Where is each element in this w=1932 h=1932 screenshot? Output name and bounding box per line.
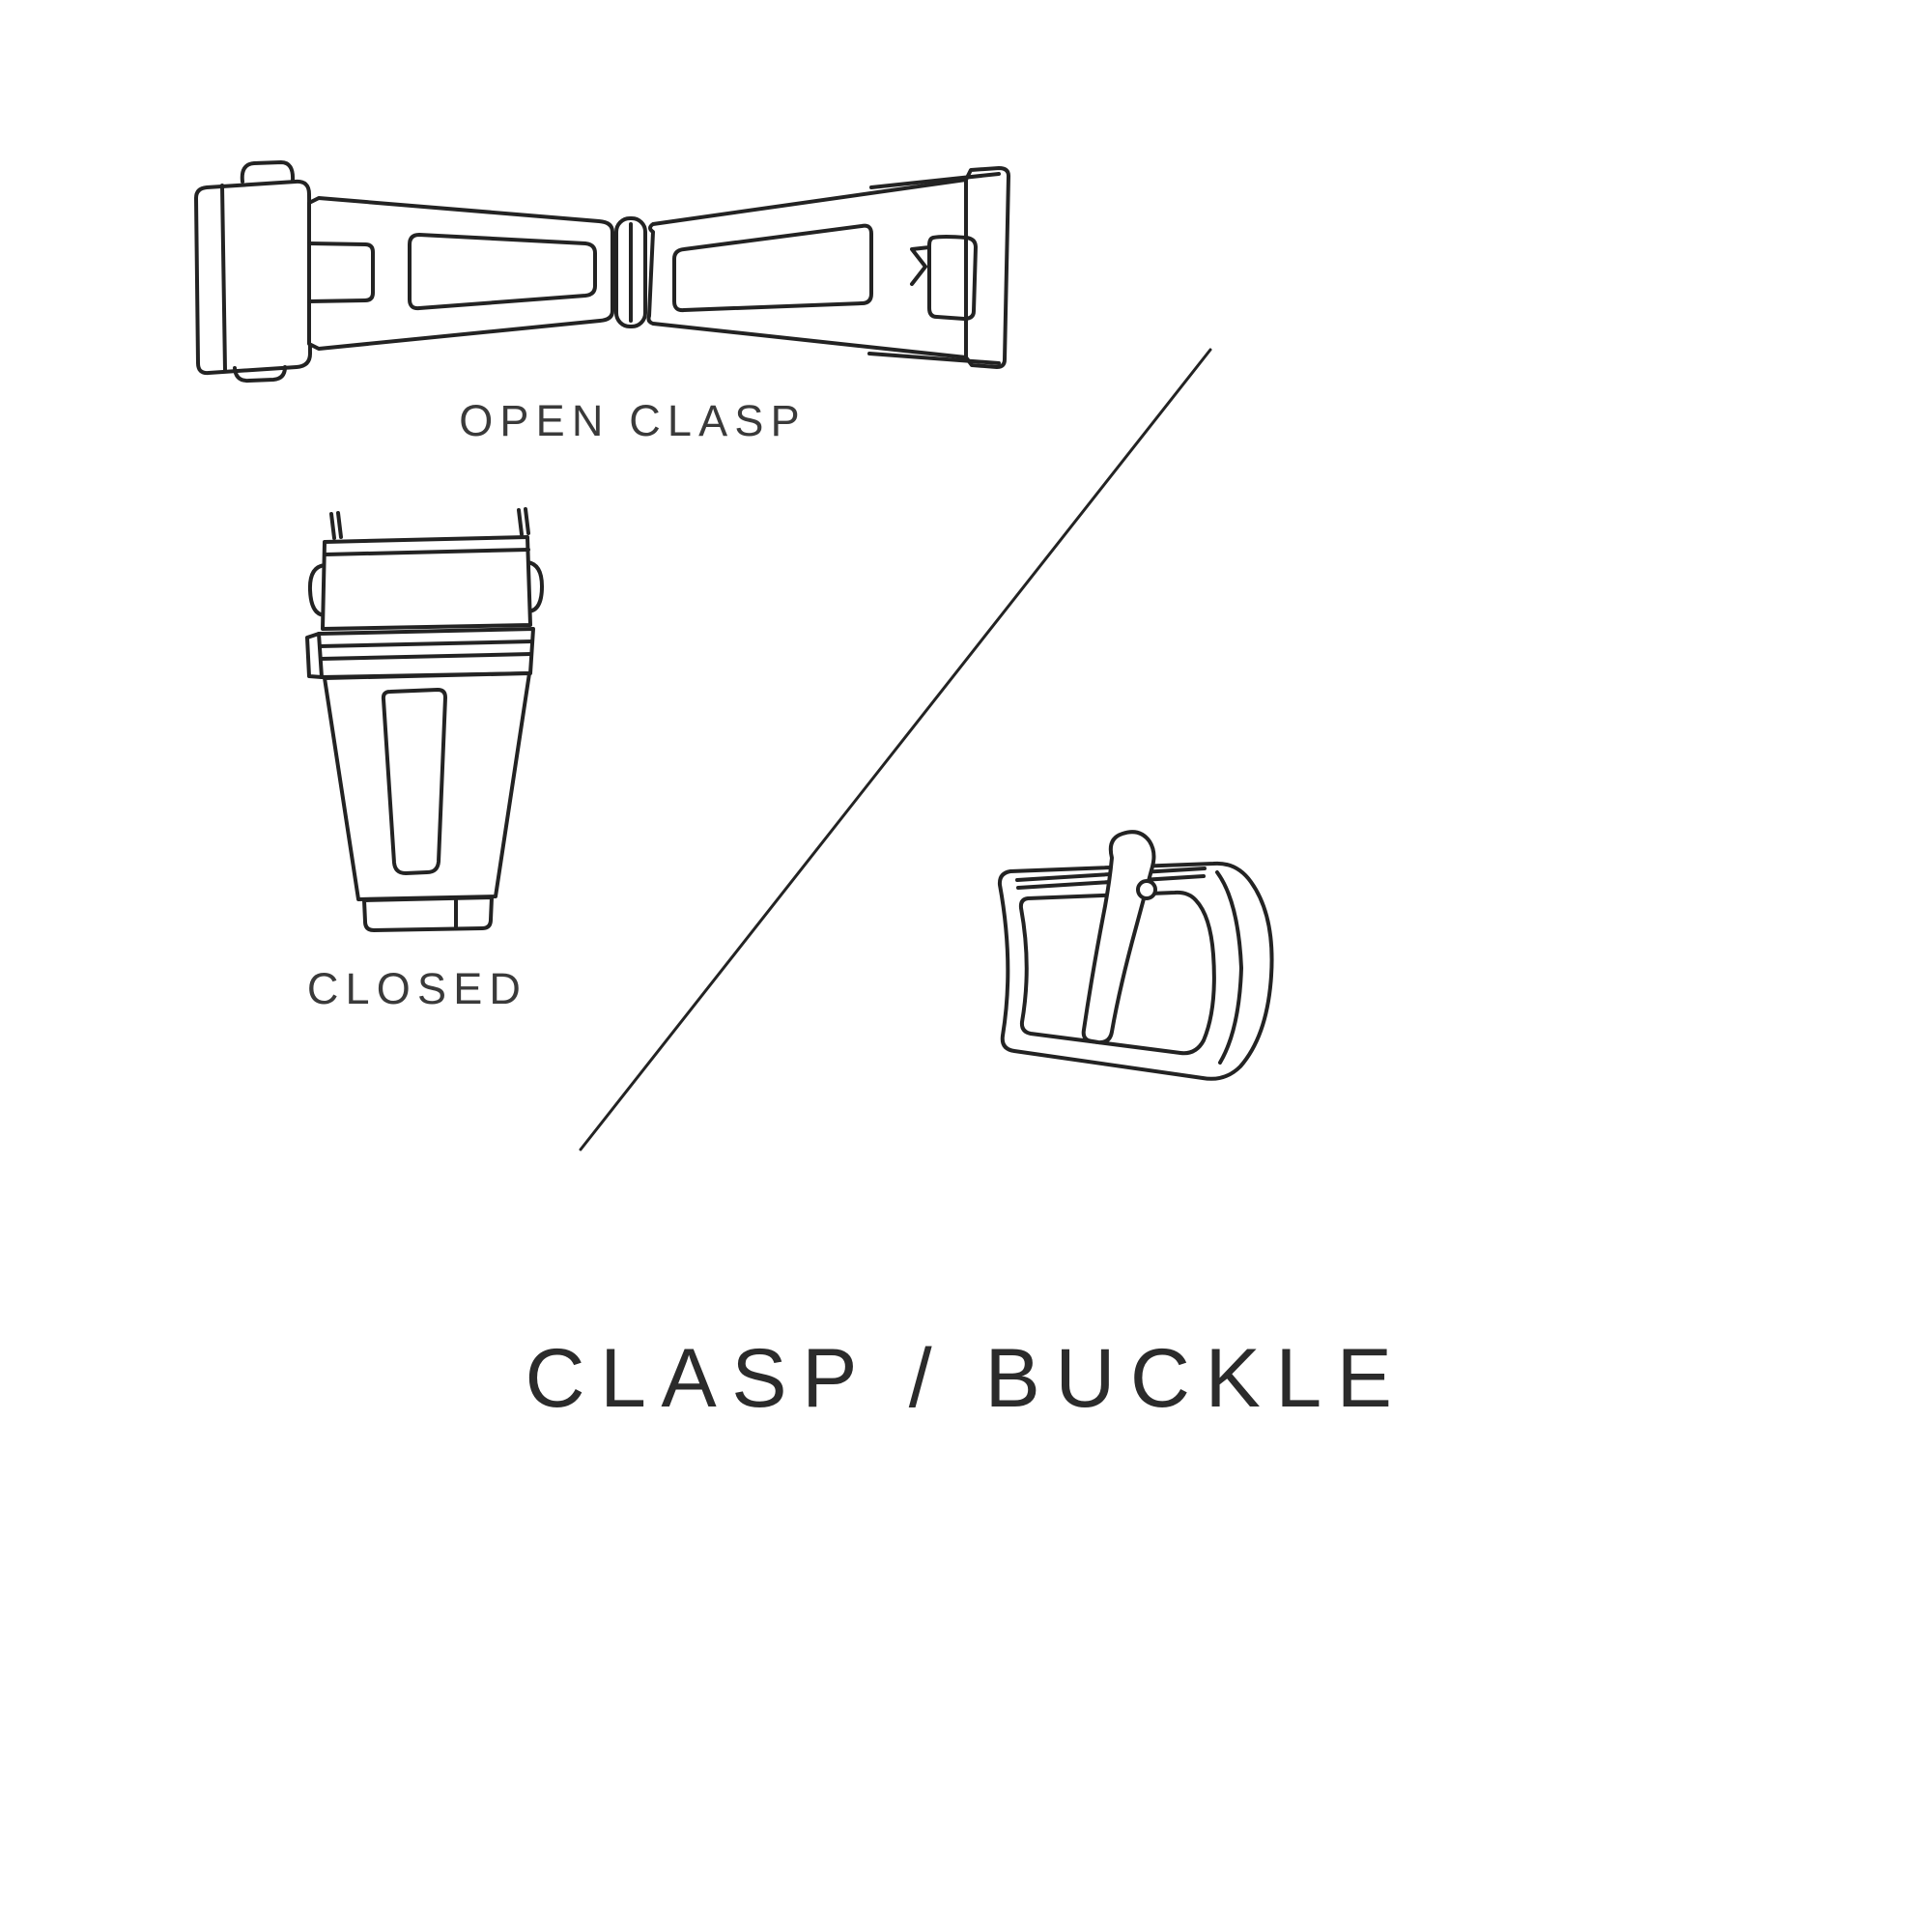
- open-clasp-end-bottom-tab: [233, 365, 287, 384]
- open-clasp-right-bottom-flange: [867, 352, 1001, 365]
- closed-clasp-body-inner-outline: [381, 688, 447, 875]
- closed-clasp-ear-right: [526, 560, 544, 613]
- closed-clasp-band-line-1: [318, 639, 534, 648]
- open-clasp-label: OPEN CLASP: [459, 396, 807, 445]
- divider-line: [579, 348, 1212, 1151]
- open-clasp-right-cutout: [927, 235, 978, 321]
- closed-clasp-prong-right: [517, 507, 530, 536]
- open-clasp-right-top-flange: [869, 172, 1001, 189]
- buckle-illustration: [997, 830, 1274, 1081]
- open-clasp-illustration: [194, 160, 1010, 384]
- closed-clasp-ear-left: [307, 563, 327, 617]
- open-clasp-end-fold-line: [220, 184, 227, 373]
- buckle-tongue-ring: [1136, 879, 1157, 900]
- open-clasp-right-end-cap: [964, 166, 1010, 369]
- open-clasp-left-notch: [307, 242, 375, 303]
- closed-clasp-top-block-line: [324, 548, 530, 556]
- open-clasp-right-inner-outline: [672, 223, 873, 313]
- buckle-tongue: [1081, 830, 1156, 1045]
- open-clasp-right-hook: [910, 245, 931, 286]
- open-clasp-right-blade: [646, 178, 968, 359]
- buckle-right-band-contour: [1215, 870, 1243, 1065]
- closed-clasp-top-block: [321, 535, 532, 631]
- closed-label: CLOSED: [306, 964, 528, 1013]
- page-title: CLASP / BUCKLE: [525, 1332, 1407, 1425]
- closed-clasp-band-line-2: [319, 652, 533, 661]
- open-clasp-end-piece: [194, 179, 312, 376]
- closed-clasp-bottom-bar: [362, 895, 494, 932]
- closed-clasp-band-flap: [305, 632, 324, 679]
- closed-clasp-illustration: [305, 507, 544, 932]
- open-clasp-end-top-tab: [240, 160, 296, 184]
- closed-clasp-prong-left: [329, 511, 343, 540]
- open-clasp-left-blade: [307, 196, 614, 351]
- closed-clasp-body: [323, 671, 531, 901]
- open-clasp-left-inner-outline: [408, 233, 597, 311]
